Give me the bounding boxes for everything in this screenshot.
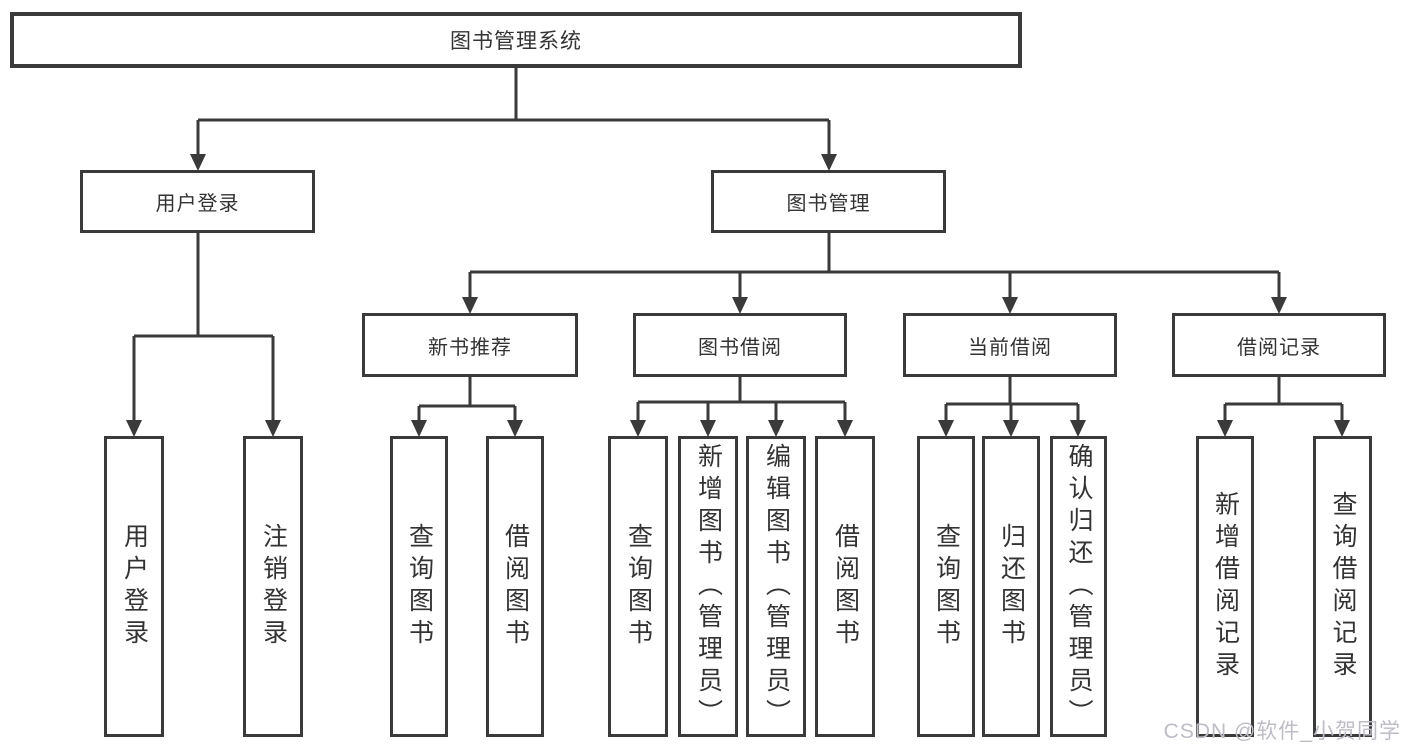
- leaf-borrow-books-recommend: 借阅图书: [486, 436, 544, 737]
- node-book-borrow-label: 图书借阅: [698, 336, 782, 359]
- arrowhead-icon: [768, 420, 784, 437]
- arrowhead-icon: [700, 420, 716, 437]
- leaf-edit-book-admin: 编辑图书（管理员）: [746, 436, 806, 737]
- arrowhead-icon: [1271, 297, 1287, 314]
- connector-user-login-to-leaves: [132, 233, 275, 422]
- arrowhead-icon: [126, 420, 142, 437]
- arrowhead-icon: [1002, 297, 1018, 314]
- node-user-login-label: 用户登录: [155, 193, 240, 215]
- arrowhead-icon: [938, 420, 954, 437]
- arrowhead-icon: [732, 297, 748, 314]
- node-root: 图书管理系统: [10, 12, 1022, 68]
- arrowhead-icon: [1217, 420, 1233, 437]
- node-book-management: 图书管理: [711, 170, 946, 233]
- node-current-borrow-label: 当前借阅: [968, 336, 1052, 359]
- leaf-user-login: 用户登录: [104, 436, 164, 737]
- node-new-book-recommend-label: 新书推荐: [428, 336, 512, 359]
- arrowhead-icon: [190, 154, 206, 171]
- node-borrow-records-label: 借阅记录: [1237, 336, 1321, 359]
- leaf-user-login-label: 用户登录: [120, 522, 149, 651]
- leaf-borrow-books-label: 借阅图书: [831, 522, 860, 651]
- leaf-query-books-borrow-label: 查询图书: [624, 522, 653, 651]
- leaf-borrow-books: 借阅图书: [815, 436, 875, 737]
- connector-book-management-to-level3: [468, 233, 1281, 299]
- node-root-label: 图书管理系统: [450, 30, 582, 53]
- arrowhead-icon: [821, 154, 837, 171]
- connector-current-borrow-to-leaves: [944, 377, 1080, 422]
- leaf-add-borrow-record: 新增借阅记录: [1196, 436, 1254, 737]
- connector-book-borrow-to-leaves: [636, 377, 847, 422]
- arrowhead-icon: [411, 420, 427, 437]
- leaf-return-books-label: 归还图书: [997, 522, 1026, 651]
- leaf-query-borrow-records: 查询借阅记录: [1313, 436, 1372, 737]
- arrowhead-icon: [1334, 420, 1350, 437]
- leaf-query-books-borrow: 查询图书: [608, 436, 668, 737]
- node-current-borrow: 当前借阅: [903, 313, 1117, 377]
- connector-borrow-records-to-leaves: [1223, 377, 1344, 422]
- csdn-watermark: CSDN @软件_小贺同学: [1163, 720, 1401, 743]
- leaf-edit-book-admin-label: 编辑图书（管理员）: [762, 442, 791, 731]
- node-user-login: 用户登录: [80, 170, 315, 233]
- leaf-query-books-recommend: 查询图书: [390, 436, 448, 737]
- node-borrow-records: 借阅记录: [1172, 313, 1386, 377]
- arrowhead-icon: [837, 420, 853, 437]
- leaf-return-books: 归还图书: [982, 436, 1040, 737]
- arrowhead-icon: [265, 420, 281, 437]
- connector-new-book-recommend-to-leaves: [417, 377, 517, 422]
- arrowhead-icon: [462, 297, 478, 314]
- leaf-confirm-return-admin-label: 确认归还（管理员）: [1065, 442, 1093, 731]
- leaf-query-borrow-records-label: 查询借阅记录: [1329, 490, 1357, 683]
- arrowheads: [126, 154, 1350, 437]
- leaf-add-book-admin: 新增图书（管理员）: [678, 436, 738, 737]
- leaf-add-book-admin-label: 新增图书（管理员）: [694, 442, 723, 731]
- node-book-borrow: 图书借阅: [633, 313, 847, 377]
- connector-root-to-level2: [196, 68, 831, 156]
- arrowhead-icon: [1003, 420, 1019, 437]
- node-new-book-recommend: 新书推荐: [362, 313, 578, 377]
- leaf-borrow-books-recommend-label: 借阅图书: [501, 522, 530, 651]
- leaf-logout: 注销登录: [243, 436, 303, 737]
- leaf-logout-label: 注销登录: [259, 522, 288, 651]
- arrowhead-icon: [630, 420, 646, 437]
- arrowhead-icon: [507, 420, 523, 437]
- leaf-confirm-return-admin: 确认归还（管理员）: [1050, 436, 1107, 737]
- leaf-query-books-current: 查询图书: [917, 436, 975, 737]
- leaf-query-books-recommend-label: 查询图书: [405, 522, 434, 651]
- leaf-add-borrow-record-label: 新增借阅记录: [1211, 490, 1240, 683]
- arrowhead-icon: [1070, 420, 1086, 437]
- node-book-management-label: 图书管理: [786, 193, 871, 215]
- leaf-query-books-current-label: 查询图书: [932, 522, 961, 651]
